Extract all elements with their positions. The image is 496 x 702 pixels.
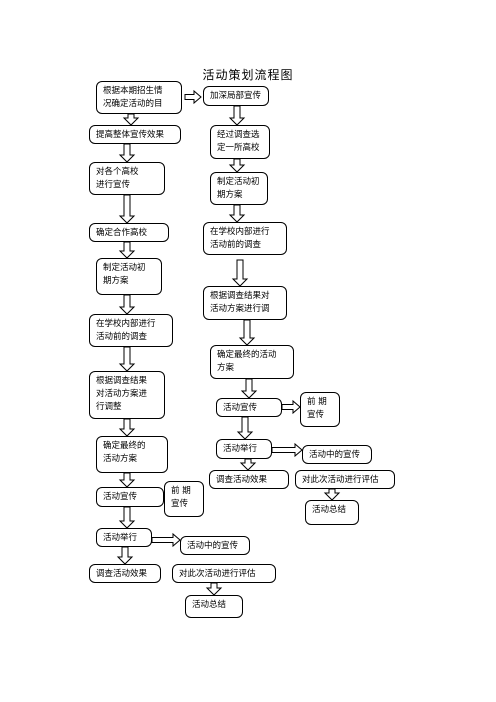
arrow-down-icon [118,194,136,224]
box-survey-effect-left: 调查活动效果 [89,564,161,583]
arrow-right-icon [151,532,181,548]
page-title: 活动策划流程图 [202,68,294,82]
box-confirm-partner-school: 确定合作高校 [89,223,169,242]
box-early-promo-right: 前 期 宣传 [300,392,340,427]
arrow-down-icon [228,105,246,126]
box-adjust-plan-right: 根据调查结果对 活动方案进行调 [203,286,287,320]
box-early-promo-left: 前 期 宣传 [164,481,204,517]
box-promotion-right: 活动宣传 [216,398,282,417]
arrow-down-icon [118,418,136,437]
arrow-right-icon [271,442,303,458]
box-initial-plan-left: 制定活动初 期方案 [96,258,162,295]
arrow-down-icon [231,259,249,287]
box-select-school: 经过调查选 定一所高校 [210,125,270,159]
box-final-plan-left: 确定最终的 活动方案 [96,436,168,473]
arrow-down-icon [238,319,256,346]
box-summary-left: 活动总结 [185,595,243,618]
box-initial-plan-right: 制定活动初 期方案 [210,172,268,205]
box-in-event-promo-right: 活动中的宣传 [302,445,372,464]
arrow-down-icon [118,241,136,259]
box-local-promotion: 加深局部宣传 [203,86,269,106]
arrow-down-icon [116,546,134,565]
arrow-down-icon [239,458,257,471]
arrow-down-icon [236,416,254,440]
arrow-right-icon [281,399,301,415]
box-summary-right: 活动总结 [305,500,359,525]
box-promote-schools: 对各个高校 进行宣传 [89,162,165,195]
box-survey-effect-right: 调查活动效果 [209,470,289,489]
box-in-event-promo-left: 活动中的宣传 [180,536,250,555]
box-pre-survey-left: 在学校内部进行 活动前的调查 [89,314,173,347]
arrow-down-icon [228,158,246,173]
arrow-down-icon [118,143,136,163]
box-event-held-left: 活动举行 [96,528,152,547]
box-pre-survey-right: 在学校内部进行 活动前的调查 [203,222,287,255]
arrow-down-icon [228,204,246,223]
arrow-down-icon [240,378,258,399]
arrow-down-icon [118,472,136,488]
arrow-down-icon [118,346,136,372]
box-final-plan-right: 确定最终的活动 方案 [210,345,294,379]
arrow-right-icon [184,89,202,105]
box-overall-promotion: 提高整体宣传效果 [89,125,181,144]
arrow-down-icon [205,582,223,596]
box-event-held-right: 活动举行 [216,439,272,459]
box-determine-goal: 根据本期招生情 况确定活动的目 [96,81,182,114]
box-adjust-plan-left: 根据调查结果 对活动方案进 行调整 [89,371,165,419]
box-evaluate-left: 对此次活动进行评估 [172,564,276,583]
box-evaluate-right: 对此次活动进行评估 [295,470,395,489]
box-promotion-left: 活动宣传 [96,487,164,507]
arrow-down-icon [118,506,136,529]
arrow-down-icon [122,113,140,126]
arrow-down-icon [118,294,136,315]
arrow-down-icon [323,488,341,501]
